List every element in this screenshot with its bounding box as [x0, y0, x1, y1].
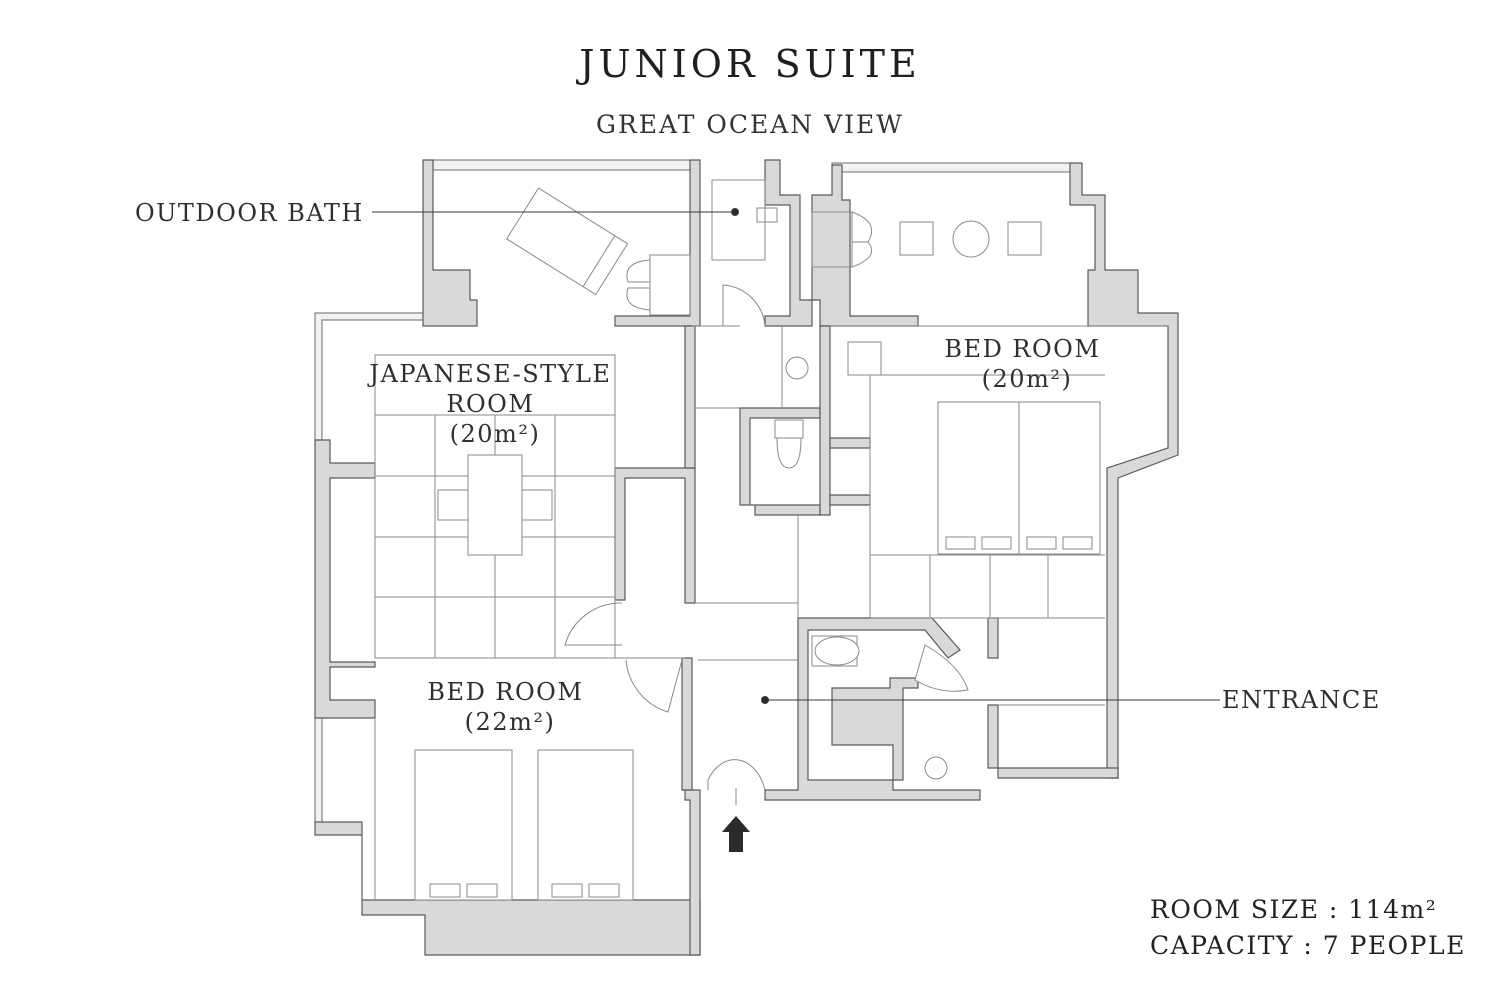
japanese-room-label: JAPANESE-STYLE ROOM (20m²) — [366, 360, 620, 448]
plan-title: JUNIOR SUITE — [579, 42, 921, 86]
outdoor-bath-label: OUTDOOR BATH — [135, 199, 364, 227]
bed-room-right-label: BED ROOM (20m²) — [944, 335, 1109, 393]
bed-room-left-label: BED ROOM (22m²) — [427, 678, 592, 736]
room-size-text: ROOM SIZE : 114m² — [1150, 895, 1438, 924]
interior-lines — [374, 179, 1168, 901]
plan-subtitle: GREAT OCEAN VIEW — [596, 110, 904, 139]
walls — [314, 159, 1179, 956]
capacity-text: CAPACITY : 7 PEOPLE — [1150, 931, 1466, 960]
entrance-label: ENTRANCE — [1222, 686, 1381, 714]
entrance-arrow-icon — [722, 816, 750, 852]
leader-lines — [372, 208, 1220, 704]
